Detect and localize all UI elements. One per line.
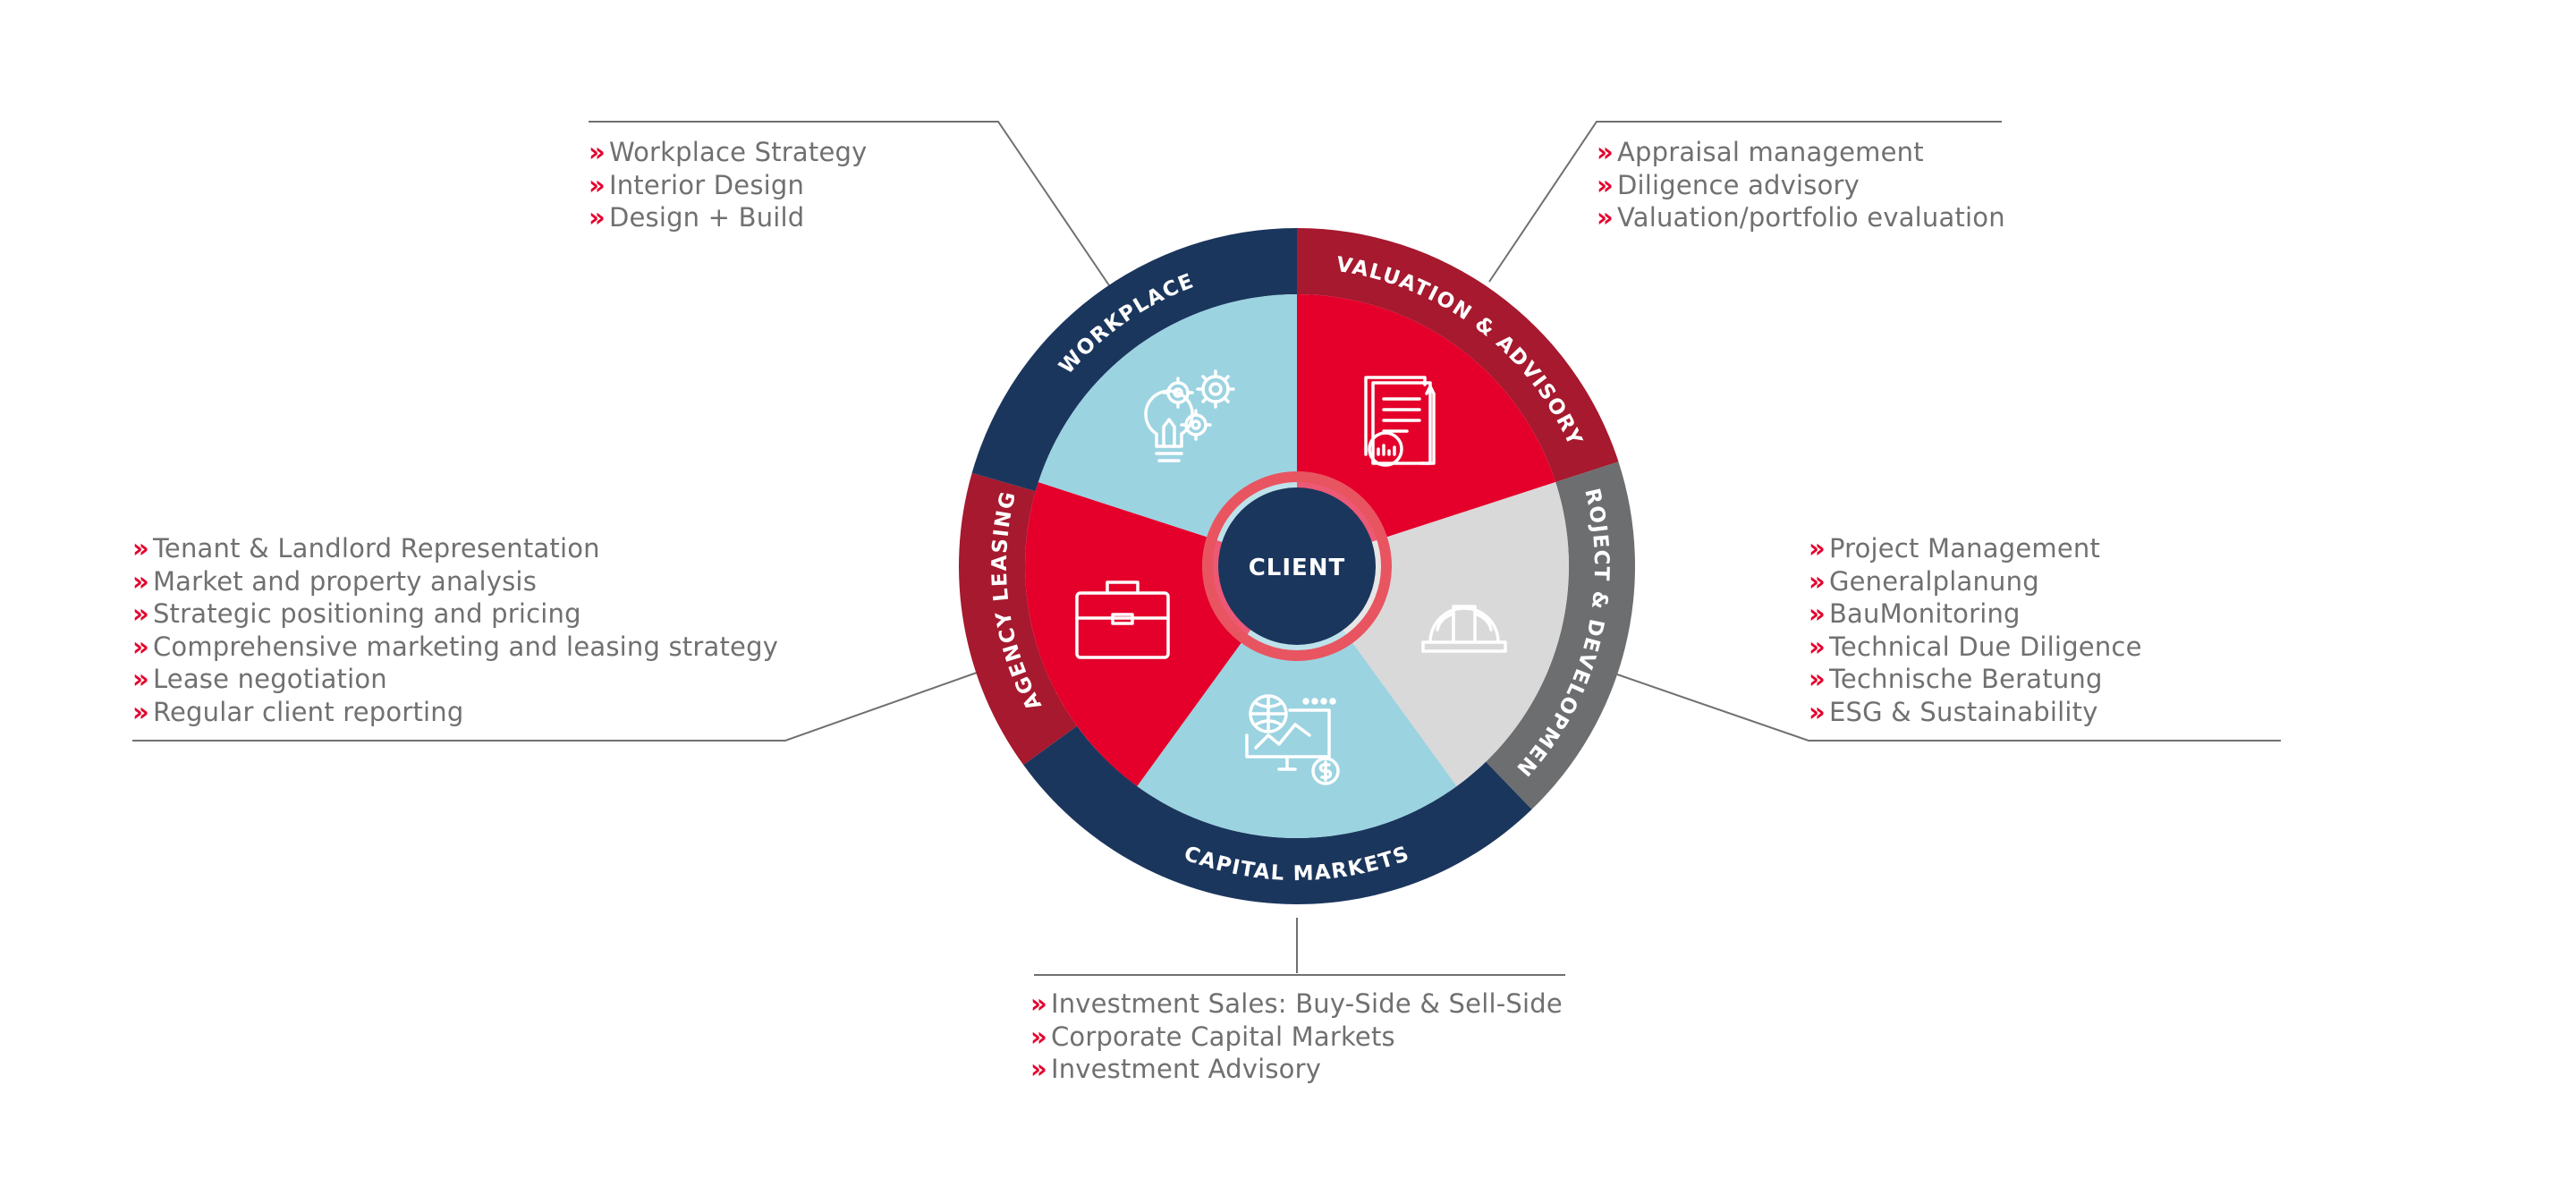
connector-project [1616, 674, 2281, 742]
connector-lines [132, 121, 2281, 976]
bullet-chevron: » [1597, 137, 1614, 167]
service-item-text: Technische Beratung [1828, 664, 2103, 694]
bullet-chevron: » [1030, 988, 1047, 1019]
project-service-item: »Generalplanung [1809, 565, 2142, 598]
service-item-text: ESG & Sustainability [1828, 696, 2098, 727]
service-item-text: Market and property analysis [152, 565, 537, 597]
client-center: CLIENT [1202, 471, 1392, 661]
workplace-service-list: »Workplace Strategy»Interior Design»Desi… [589, 136, 867, 234]
service-item-text: Appraisal management [1616, 137, 1924, 167]
bullet-chevron: » [1030, 1021, 1047, 1052]
connector-agency [132, 672, 978, 742]
agency-service-item: »Comprehensive marketing and leasing str… [132, 631, 778, 664]
client-label: CLIENT [1249, 555, 1346, 581]
service-item-text: Regular client reporting [152, 696, 464, 727]
bullet-chevron: » [1597, 169, 1614, 200]
service-item-text: Valuation/portfolio evaluation [1616, 202, 2005, 233]
bullet-chevron: » [1030, 1054, 1047, 1084]
bullet-chevron: » [132, 565, 149, 597]
ring-segment-project [1486, 462, 1635, 809]
capital-service-item: »Corporate Capital Markets [1030, 1021, 1563, 1054]
service-item-text: Tenant & Landlord Representation [152, 533, 600, 564]
report-chart-icon [1364, 376, 1436, 467]
service-item-text: Lease negotiation [152, 664, 387, 694]
project-service-item: »Project Management [1809, 532, 2142, 565]
service-item-text: Investment Advisory [1050, 1054, 1322, 1084]
bullet-chevron: » [132, 664, 149, 694]
agency-service-item: »Regular client reporting [132, 696, 778, 729]
valuation-service-item: »Diligence advisory [1597, 169, 2005, 202]
capital-service-item: »Investment Sales: Buy-Side & Sell-Side [1030, 987, 1563, 1021]
capital-service-item: »Investment Advisory [1030, 1053, 1563, 1086]
service-item-text: Interior Design [608, 169, 805, 200]
project-service-item: »BauMonitoring [1809, 598, 2142, 631]
service-item-text: Investment Sales: Buy-Side & Sell-Side [1050, 988, 1563, 1019]
bullet-chevron: » [132, 533, 149, 564]
lightbulb-gears-icon [1144, 369, 1235, 462]
valuation-service-item: »Appraisal management [1597, 136, 2005, 169]
bullet-chevron: » [1809, 696, 1826, 727]
ring-segment-workplace [971, 228, 1297, 492]
outer-ring [959, 228, 1635, 904]
project-service-item: »Technische Beratung [1809, 663, 2142, 696]
valuation-service-list: »Appraisal management»Diligence advisory… [1597, 136, 2005, 234]
bullet-chevron: » [1809, 565, 1826, 597]
service-item-text: Comprehensive marketing and leasing stra… [152, 631, 779, 662]
agency-service-item: »Tenant & Landlord Representation [132, 532, 778, 565]
project-service-item: »Technical Due Diligence [1809, 631, 2142, 664]
bullet-chevron: » [589, 169, 606, 200]
service-item-text: Workplace Strategy [608, 137, 868, 167]
service-item-text: Project Management [1828, 533, 2101, 564]
globe-finance-icon [1245, 694, 1340, 785]
service-item-text: Diligence advisory [1616, 169, 1860, 200]
workplace-service-item: »Design + Build [589, 201, 867, 234]
ring-segment-agency [959, 472, 1078, 766]
service-item-text: Technical Due Diligence [1828, 631, 2142, 662]
service-item-text: Design + Build [608, 202, 805, 233]
agency-service-item: »Strategic positioning and pricing [132, 598, 778, 631]
agency-service-list: »Tenant & Landlord Representation»Market… [132, 532, 778, 728]
bullet-chevron: » [132, 696, 149, 727]
bullet-chevron: » [132, 598, 149, 629]
bullet-chevron: » [589, 202, 606, 233]
service-item-text: Strategic positioning and pricing [152, 598, 581, 629]
ring-segment-capital [1023, 725, 1532, 904]
bullet-chevron: » [1597, 202, 1614, 233]
bullet-chevron: » [1809, 631, 1826, 662]
project-service-list: »Project Management»Generalplanung»BauMo… [1809, 532, 2142, 728]
workplace-service-item: »Workplace Strategy [589, 136, 867, 169]
bullet-chevron: » [589, 137, 606, 167]
bullet-chevron: » [1809, 598, 1826, 629]
pie-segment-capital [1137, 566, 1457, 839]
workplace-service-item: »Interior Design [589, 169, 867, 202]
agency-service-item: »Lease negotiation [132, 663, 778, 696]
agency-service-item: »Market and property analysis [132, 565, 778, 598]
project-service-item: »ESG & Sustainability [1809, 696, 2142, 729]
bullet-chevron: » [132, 631, 149, 662]
service-item-text: Corporate Capital Markets [1050, 1021, 1395, 1052]
connector-valuation [1488, 121, 2002, 283]
valuation-service-item: »Valuation/portfolio evaluation [1597, 201, 2005, 234]
service-item-text: Generalplanung [1828, 565, 2039, 597]
bullet-chevron: » [1809, 664, 1826, 694]
service-item-text: BauMonitoring [1828, 598, 2021, 629]
bullet-chevron: » [1809, 533, 1826, 564]
connector-workplace [589, 121, 1112, 289]
briefcase-icon [1075, 581, 1170, 659]
ring-segment-valuation [1297, 228, 1619, 483]
hard-hat-icon [1421, 605, 1507, 653]
capital-service-list: »Investment Sales: Buy-Side & Sell-Side»… [1030, 987, 1563, 1086]
